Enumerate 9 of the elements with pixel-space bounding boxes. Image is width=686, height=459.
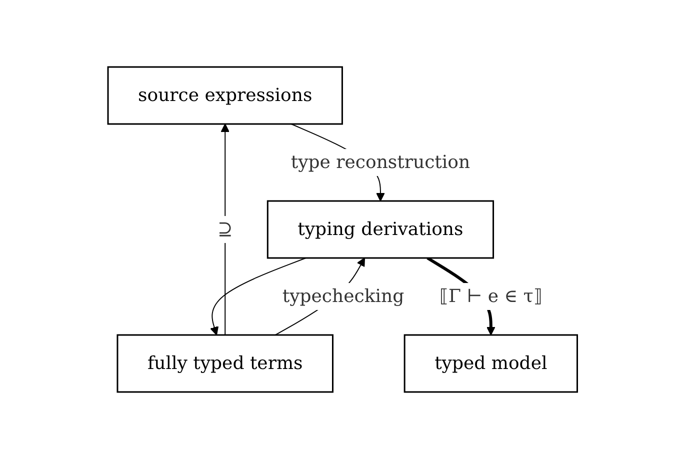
arrow: [210, 258, 307, 336]
edge-label: ⊇: [218, 218, 234, 240]
edge-label: typechecking: [282, 286, 404, 307]
node-box: source expressions: [108, 66, 344, 125]
node-box: fully typed terms: [117, 334, 334, 393]
node-box: typing derivations: [267, 200, 494, 259]
node-box: typed model: [404, 334, 578, 393]
edge-label: ⟦Γ ⊢ e ∈ τ⟧: [440, 286, 543, 307]
edge-label: type reconstruction: [291, 152, 470, 173]
